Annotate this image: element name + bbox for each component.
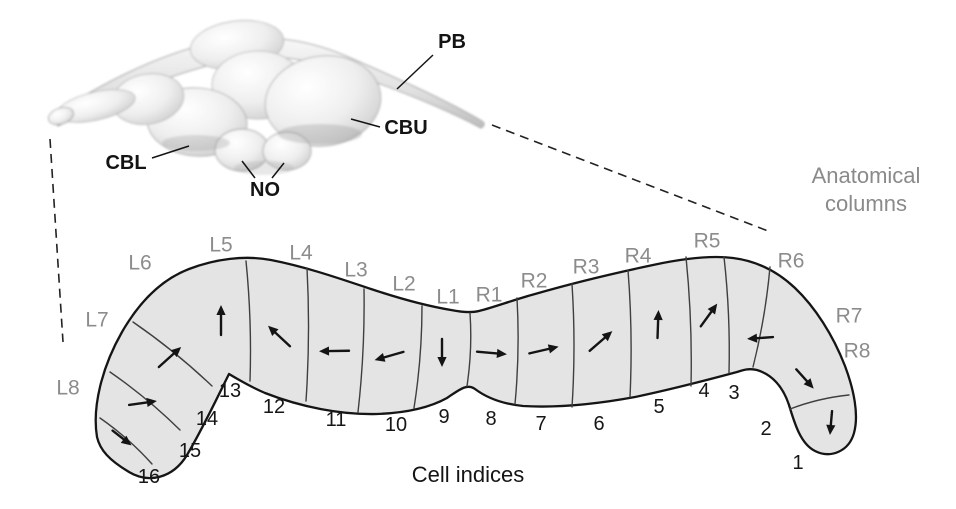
anatomical-columns-line1: Anatomical: [811, 163, 921, 188]
anatomical-columns-line2: columns: [825, 190, 907, 216]
cell-divider: [466, 312, 472, 387]
brain-lobe-cbu: [264, 55, 382, 147]
cell-arrow-r5: [699, 303, 718, 328]
cell-indices-caption: Cell indices: [411, 462, 525, 487]
cell-arrow-r8: [826, 409, 836, 435]
brain-3d-rendering: [47, 20, 485, 175]
brain-shading: [234, 161, 294, 175]
cell-divider: [571, 283, 575, 408]
cell-divider: [514, 297, 519, 405]
cell-divider: [413, 305, 423, 409]
cell-arrow-l3: [319, 346, 351, 356]
dashed-connector-line: [491, 124, 769, 232]
cell-divider: [245, 260, 252, 382]
cell-arrow-r6: [747, 333, 775, 343]
cell-arrow-r2: [528, 344, 559, 355]
schematic-band-outline: [94, 255, 858, 480]
cell-arrow-r1: [475, 348, 507, 359]
cell-arrow-r3: [588, 331, 613, 353]
label-leader-line: [350, 118, 381, 128]
leader-lines: [151, 54, 434, 179]
cell-arrow-l4: [268, 325, 292, 348]
dashed-connector-line: [49, 138, 64, 343]
brain-shading: [278, 124, 362, 144]
columns-band: [94, 255, 858, 480]
cell-divider: [723, 256, 730, 374]
dashed-connectors: [49, 124, 769, 343]
label-leader-line: [151, 145, 190, 159]
cell-divider: [627, 269, 632, 398]
cell-arrow-r7: [795, 368, 814, 389]
cell-divider: [109, 371, 181, 431]
cell-divider: [685, 256, 692, 387]
label-leader-line: [396, 54, 434, 90]
cell-arrow-r4: [653, 310, 663, 340]
brain-left-tip: [47, 106, 75, 126]
cell-arrow-l2: [374, 350, 405, 362]
cell-divider: [789, 394, 850, 410]
label-leader-line: [241, 160, 256, 179]
cell-arrows: [111, 303, 836, 446]
label-leader-line: [271, 162, 285, 179]
cell-divider: [752, 266, 771, 368]
cell-arrow-l1: [437, 337, 447, 367]
anatomical-columns-caption: Anatomical columns: [788, 162, 944, 217]
cell-divider: [305, 267, 310, 402]
cell-arrow-l6: [157, 346, 182, 369]
cell-arrow-l8: [111, 429, 132, 446]
brain-shading: [162, 135, 230, 151]
cell-arrow-l7: [127, 397, 157, 407]
cell-arrow-l5: [216, 305, 226, 337]
cell-divider: [357, 288, 365, 413]
